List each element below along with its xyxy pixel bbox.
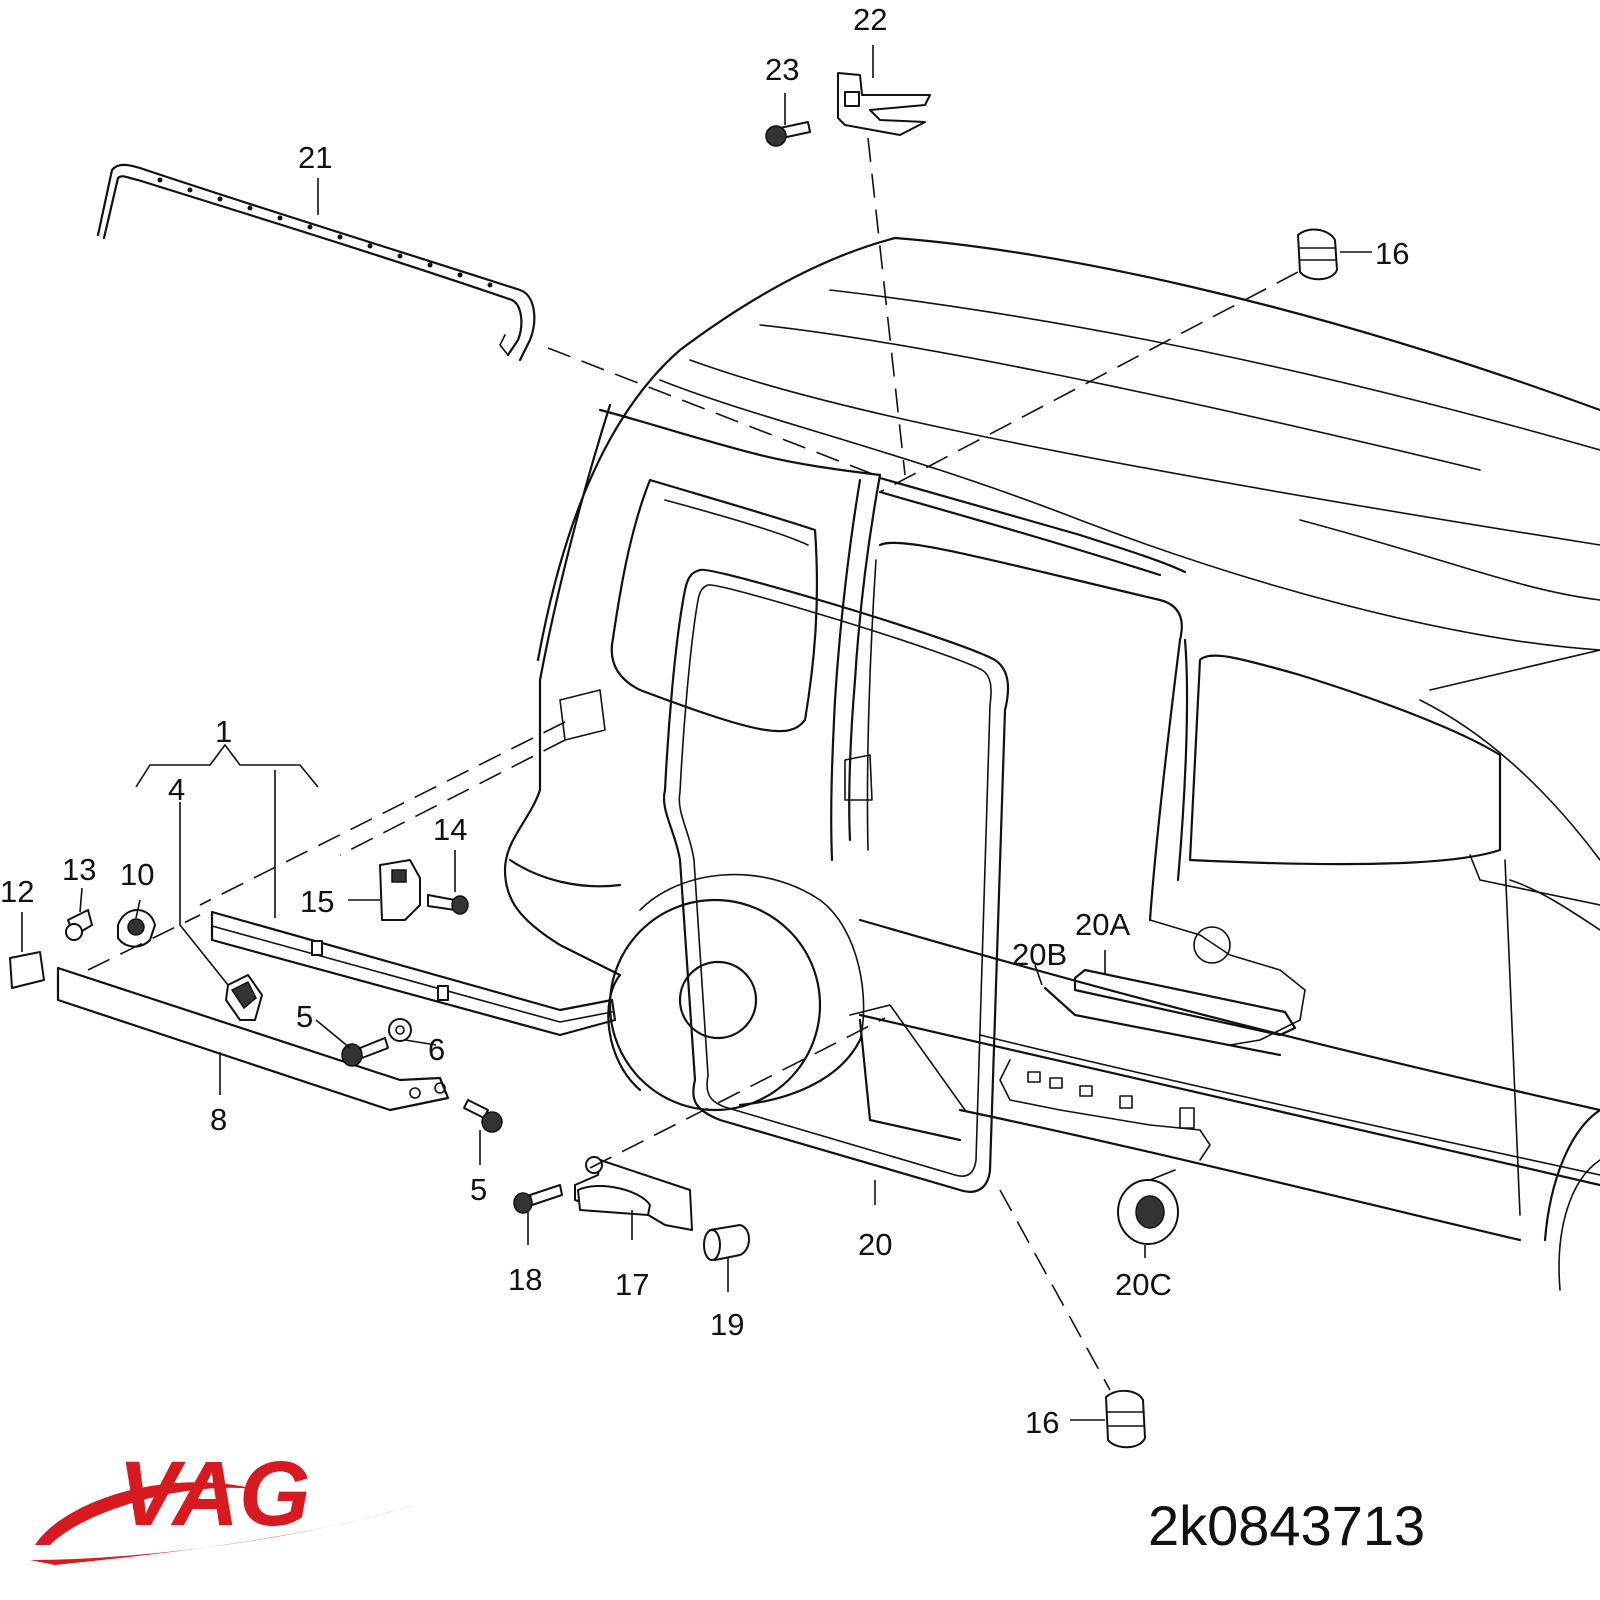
- callout-8: 8: [210, 1102, 227, 1137]
- bumper-part-19: [703, 1224, 750, 1261]
- callout-5-lower: 5: [470, 1172, 487, 1207]
- callout-16-bottom: 16: [1025, 1405, 1059, 1440]
- callout-10: 10: [120, 857, 154, 892]
- guide-rail-part-21: [96, 163, 536, 362]
- cover-strip-part-8: [56, 966, 450, 1112]
- callout-13: 13: [62, 852, 96, 887]
- callout-15: 15: [300, 884, 334, 919]
- clip-part-10: [117, 909, 156, 948]
- bolt-part-14: [427, 894, 469, 915]
- tape-roll-part-20c: [1117, 1169, 1179, 1245]
- callout-19: 19: [710, 1307, 744, 1342]
- callout-14: 14: [433, 812, 467, 847]
- callout-4: 4: [168, 772, 185, 807]
- callout-20a: 20A: [1075, 907, 1130, 942]
- callout-20c: 20C: [1115, 1267, 1172, 1302]
- screw-part-23: [765, 121, 811, 147]
- buffer-part-16-top: [1297, 228, 1338, 281]
- callout-23: 23: [765, 52, 799, 87]
- leader-lines: [21, 45, 1372, 1421]
- callout-22: 22: [853, 2, 887, 37]
- part-number: 2k0843713: [1148, 1494, 1425, 1557]
- bolt-part-5-upper: [341, 1037, 389, 1067]
- clip-part-13: [65, 909, 93, 941]
- lower-rail-part-1: [210, 910, 617, 1037]
- cap-part-12: [9, 951, 45, 989]
- trim-strip-part-20a: [1073, 968, 1297, 1037]
- slider-clip-part-4: [225, 974, 263, 1021]
- callout-21: 21: [298, 140, 332, 175]
- callout-17: 17: [615, 1267, 649, 1302]
- callout-1: 1: [215, 714, 232, 749]
- brand-name: VAG: [118, 1443, 311, 1545]
- washer-part-6: [388, 1018, 412, 1042]
- bracket-part-22: [837, 72, 931, 136]
- bolt-part-5-lower: [463, 1099, 503, 1133]
- callout-labels: 1 4 5 6 8 5 10 12 13 14 15 16 16 17 18 1…: [0, 2, 1409, 1440]
- stop-bracket-part-17: [574, 1156, 693, 1231]
- bolt-part-18: [513, 1184, 563, 1214]
- callout-20b: 20B: [1012, 937, 1067, 972]
- callout-20: 20: [858, 1227, 892, 1262]
- guide-block-part-15: [379, 859, 421, 921]
- callout-6: 6: [428, 1032, 445, 1067]
- callout-5-upper: 5: [296, 999, 313, 1034]
- vag-logo: VAG: [30, 1443, 415, 1565]
- callout-12: 12: [0, 874, 34, 909]
- buffer-part-16-bottom: [1105, 1389, 1146, 1449]
- callout-16-top: 16: [1375, 236, 1409, 271]
- vehicle-body-outline: [503, 236, 1600, 1291]
- assembly-lines: [87, 137, 1299, 1391]
- callout-18: 18: [508, 1262, 542, 1297]
- trim-strip-part-20b: [1043, 986, 1282, 1057]
